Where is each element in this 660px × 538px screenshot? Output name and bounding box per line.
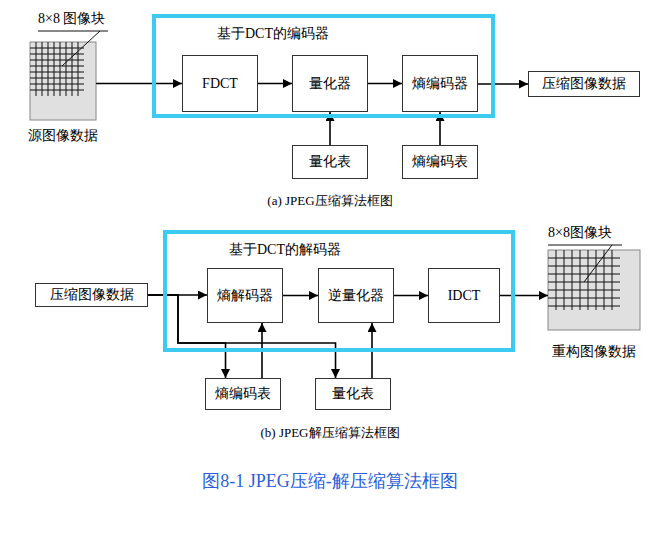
sub-caption: (b) JPEG解压缩算法框图 [260,424,399,442]
callout-label: 8×8 图像块 [38,10,105,28]
pixel-grid [30,42,84,96]
flow-arrow [283,295,318,297]
box-label: 量化表 [309,154,351,170]
box-label: 压缩图像数据 [542,76,626,92]
pixel-grid [548,250,620,310]
image-block-fill [548,250,640,330]
image-block-fill [30,42,96,120]
process-box: 逆量化器 [318,268,394,323]
image-label: 重构图像数据 [552,344,636,360]
box-label: 量化器 [309,76,351,92]
image-block: 重构图像数据 [548,250,640,330]
box-label: 熵解码器 [217,288,273,304]
group-title: 基于DCT的解码器 [229,242,341,258]
callout-label: 8×8图像块 [548,224,612,242]
codec-group: 熵解码器 逆量化器 IDCT 基于DCT的解码器 [163,230,515,352]
flow-arrow [368,83,402,85]
process-box: 压缩图像数据 [35,283,148,307]
process-box: 熵编码器 [402,55,478,112]
process-box: 量化表 [315,378,391,410]
flow-arrow [96,83,182,85]
flow-arrow [258,83,292,85]
leader-line [38,31,108,66]
box-label: 逆量化器 [328,288,384,304]
group-title: 基于DCT的编码器 [217,26,329,42]
process-box: 熵编码表 [402,145,478,179]
process-box: 量化器 [292,55,368,112]
process-box: 熵编码表 [205,378,281,410]
codec-group: FDCT 量化器 熵编码器 基于DCT的编码器 [152,14,495,118]
flow-arrow [394,295,428,297]
process-box: 压缩图像数据 [528,71,640,97]
sub-caption: (a) JPEG压缩算法框图 [267,192,392,210]
image-block: 源图像数据 [30,42,96,120]
process-box: 熵解码器 [207,268,283,323]
process-box: IDCT [428,268,500,323]
box-label: 熵编码器 [412,76,468,92]
box-label: 熵编码表 [215,386,271,402]
box-label: 量化表 [332,386,374,402]
process-box: FDCT [182,55,258,112]
box-label: 熵编码表 [412,154,468,170]
box-label: FDCT [202,76,238,92]
leader-line [548,245,622,282]
flow-arrow [500,295,548,297]
box-label: IDCT [448,288,481,304]
process-box: 量化表 [292,145,368,179]
flow-arrow [478,83,528,85]
figure-caption: 图8-1 JPEG压缩-解压缩算法框图 [202,470,458,492]
image-label: 源图像数据 [28,128,98,144]
box-label: 压缩图像数据 [50,287,134,303]
